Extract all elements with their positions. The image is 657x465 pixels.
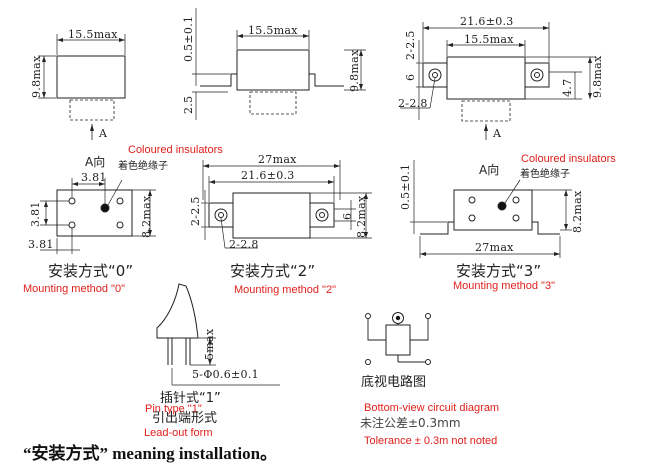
pin xyxy=(512,196,520,204)
dim-six: 6 xyxy=(341,212,354,220)
caption-method-3-en: Mounting method "3" xyxy=(453,280,555,292)
mounting-tab-right xyxy=(524,62,550,88)
pin xyxy=(365,313,371,319)
terminal-profile xyxy=(156,283,199,339)
pin xyxy=(425,359,431,365)
dim-width: 15.5max xyxy=(68,28,118,41)
relay-body-outline xyxy=(56,55,126,99)
dim-tab: 2-2.5 xyxy=(404,30,417,60)
caption-lead-out-form: 引出端形式 xyxy=(152,411,218,426)
dim-height: 8.2max xyxy=(571,190,584,234)
dim-overall: 21.6±0.3 xyxy=(460,15,514,28)
footer-note: “安装方式” meaning installation。 xyxy=(23,444,278,463)
relay-body-outline xyxy=(236,49,310,91)
relay-body-outline xyxy=(446,56,526,100)
caption-lead-out-form-en: Lead-out form xyxy=(144,427,213,439)
dim-height: 8.2max xyxy=(355,195,368,239)
mounting-tab-right xyxy=(309,202,335,228)
dim-four: 4.7 xyxy=(561,78,574,97)
dim-hole: 2-2.8 xyxy=(398,97,428,110)
view-circuit xyxy=(365,312,431,365)
pin xyxy=(425,313,431,319)
dim-body: 15.5max xyxy=(464,33,514,46)
view-top-middle xyxy=(192,8,366,120)
dim-mid: 21.6±0.3 xyxy=(241,169,295,182)
caption-method-3: 安装方式“3” xyxy=(456,262,542,280)
view-direction-label: A向 xyxy=(85,155,106,169)
coloured-insulator-pin xyxy=(497,201,507,211)
tolerance-note-en: Tolerance ± 0.3m not noted xyxy=(364,435,498,447)
pin xyxy=(468,214,476,222)
view-arrow-label: A xyxy=(99,127,108,140)
coloured-insulators-cn: 着色绝缘子 xyxy=(520,169,570,180)
dim-offset: 0.5±0.1 xyxy=(399,163,412,210)
pin xyxy=(468,196,476,204)
tolerance-note: 未注公差±0.3mm xyxy=(360,416,461,430)
pin xyxy=(365,359,371,365)
view-top-right xyxy=(400,22,596,140)
mounting-tab-left xyxy=(422,62,448,88)
pin xyxy=(68,197,76,205)
caption-pin-type-en: Pin type "1" xyxy=(145,403,202,415)
dim-pin: 2.5 xyxy=(182,95,195,114)
caption-circuit: 底视电路图 xyxy=(361,375,427,390)
coloured-insulator-pin xyxy=(100,203,110,213)
caption-method-2-en: Mounting method "2" xyxy=(234,284,336,296)
dim-overall: 27max xyxy=(258,153,297,166)
pin xyxy=(116,197,124,205)
coloured-insulators-label: Coloured insulators xyxy=(128,144,223,156)
caption-method-0: 安装方式“0” xyxy=(48,262,134,280)
coloured-insulators-label: Coloured insulators xyxy=(521,153,616,165)
relay-body-outline xyxy=(232,192,311,239)
dim-height: 9.8max xyxy=(348,49,361,93)
dim-pin-pitch-vertical: 3.81 xyxy=(29,201,42,227)
dim-pin-pitch-bottom: 3.81 xyxy=(28,238,54,251)
dim-six: 6 xyxy=(404,73,417,81)
pin xyxy=(116,221,124,229)
view-arrow-label: A xyxy=(493,127,502,140)
dim-overall: 27max xyxy=(475,241,514,254)
base-outline xyxy=(56,189,133,237)
dim-tab: 2-2.5 xyxy=(189,196,202,226)
caption-circuit-en: Bottom-view circuit diagram xyxy=(364,402,500,414)
dim-hole: 2-2.8 xyxy=(229,238,259,251)
coloured-insulators-cn: 着色绝缘子 xyxy=(118,161,168,172)
view-top-left xyxy=(38,34,126,140)
base-outline xyxy=(453,189,533,231)
caption-method-2: 安装方式“2” xyxy=(230,262,316,280)
view-pin-type-1 xyxy=(156,283,280,386)
dim-height: 8.2max xyxy=(140,195,153,239)
caption-method-0-en: Mounting method "0" xyxy=(23,283,125,295)
coil-symbol xyxy=(385,324,411,356)
pin xyxy=(68,221,76,229)
view-direction-label: A向 xyxy=(479,163,500,177)
view-method-2 xyxy=(201,160,372,249)
view-method-3 xyxy=(410,160,572,258)
view-method-0 xyxy=(40,178,156,254)
mounting-tab-left xyxy=(208,202,234,228)
caption-pin-type: 插针式“1” xyxy=(160,391,221,406)
dim-offset: 0.5±0.1 xyxy=(182,15,195,62)
terminal xyxy=(392,312,404,324)
dim-pin-length: 5max xyxy=(203,328,216,360)
dim-pin-pitch: 3.81 xyxy=(81,171,107,184)
dim-width: 15.5max xyxy=(248,24,298,37)
dim-height: 9.8max xyxy=(591,55,604,99)
pin xyxy=(512,214,520,222)
dim-pin-diameter: 5-Φ0.6±0.1 xyxy=(192,368,259,381)
dim-height: 9.8max xyxy=(30,55,43,99)
